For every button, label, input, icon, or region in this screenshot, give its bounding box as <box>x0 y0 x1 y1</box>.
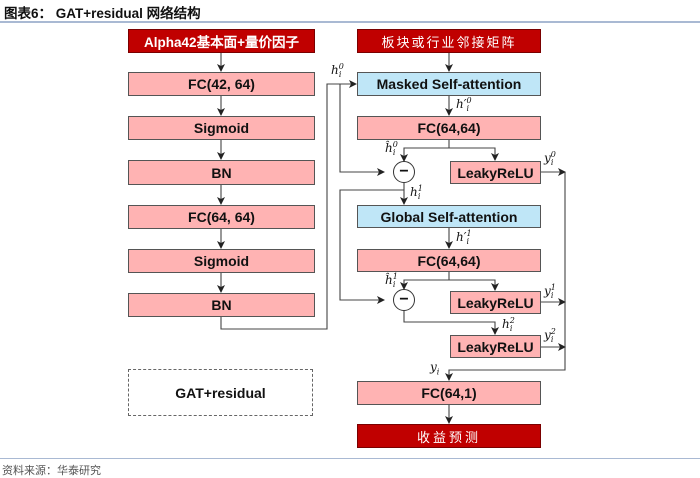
label-base: h′ <box>456 97 467 111</box>
label-h0: h0i <box>331 62 344 80</box>
label-sub: i <box>466 104 470 114</box>
label-sub: i <box>550 291 554 301</box>
label-base: ĥ <box>385 141 393 155</box>
subtract-node-1: − <box>393 161 415 183</box>
label-base: h <box>502 317 510 331</box>
wire-split-2 <box>400 272 450 290</box>
label-sup: 0 <box>392 140 398 149</box>
input-factors-box: Alpha42基本面+量价因子 <box>128 29 315 53</box>
label-base: h′ <box>456 230 467 244</box>
layer-sigmoid-1: Sigmoid <box>128 116 315 140</box>
leaky-relu-box-2: LeakyReLU <box>450 291 541 314</box>
label-sub: i <box>550 335 554 345</box>
layer-bn-2: BN <box>128 293 315 317</box>
label-h1: h1i <box>410 184 423 202</box>
fc-64-1-box: FC(64,1) <box>357 381 541 405</box>
adjacency-matrix-box: 板块或行业邻接矩阵 <box>357 29 541 53</box>
label-sub: i <box>417 192 421 202</box>
masked-self-attention-box: Masked Self-attention <box>357 72 541 96</box>
label-sub: i <box>392 148 396 158</box>
figure-title: 图表6： GAT+residual 网络结构 <box>4 6 201 21</box>
label-base: y <box>544 328 551 342</box>
wire-residual-1 <box>339 189 404 304</box>
label-sup: 2 <box>550 327 556 336</box>
label-sup: 1 <box>466 229 472 238</box>
wire-to-attention <box>220 80 357 330</box>
global-self-attention-box: Global Self-attention <box>357 205 541 228</box>
label-sub: i <box>509 324 513 334</box>
label-y2: y2i <box>544 327 556 345</box>
label-base: ĥ <box>385 273 393 287</box>
wire-split-2b <box>449 279 499 291</box>
label-base: y <box>544 284 551 298</box>
label-sup: 0 <box>550 150 556 159</box>
source-note: 资料来源：华泰研究 <box>2 464 101 477</box>
label-y: yi <box>430 360 439 376</box>
label-sub: i <box>436 367 440 377</box>
leaky-relu-box-1: LeakyReLU <box>450 161 541 184</box>
legend-gat-residual: GAT+residual <box>128 369 313 416</box>
layer-bn-1: BN <box>128 160 315 185</box>
title-divider <box>0 21 700 23</box>
layer-sigmoid-2: Sigmoid <box>128 249 315 273</box>
label-sub: i <box>338 70 342 80</box>
wire-output-bus <box>445 172 566 381</box>
layer-fc-42-64: FC(42, 64) <box>128 72 315 96</box>
label-base: y <box>430 360 437 374</box>
label-h-hat-1: ĥ1i <box>385 272 398 290</box>
label-h2: h2i <box>502 316 515 334</box>
label-sup: 0 <box>338 62 344 71</box>
subtract-node-2: − <box>393 289 415 311</box>
label-y1: y1i <box>544 283 556 301</box>
label-h-prime-1: h′1i <box>456 229 472 247</box>
fc-64-64-box-1: FC(64,64) <box>357 116 541 140</box>
label-h-hat-0: ĥ0i <box>385 140 398 158</box>
label-sup: 2 <box>509 316 515 325</box>
label-y0: y0i <box>544 150 556 168</box>
label-sup: 1 <box>392 272 398 281</box>
fc-64-64-box-2: FC(64,64) <box>357 249 541 272</box>
wire-split-1 <box>400 140 450 162</box>
wire-residual-0 <box>339 84 385 176</box>
label-base: h <box>410 185 418 199</box>
label-sub: i <box>392 280 396 290</box>
leaky-relu-box-3: LeakyReLU <box>450 335 541 358</box>
wire-split-1b <box>449 147 499 161</box>
label-sup: 1 <box>550 283 556 292</box>
label-h-prime-0: h′0i <box>456 96 472 114</box>
label-sup: 1 <box>417 184 423 193</box>
wire-to-leaky3 <box>403 311 499 335</box>
label-sup: 0 <box>466 96 472 105</box>
label-sub: i <box>466 237 470 247</box>
label-base: h <box>331 63 339 77</box>
footer-divider <box>0 458 700 459</box>
return-prediction-box: 收益预测 <box>357 424 541 448</box>
layer-fc-64-64: FC(64, 64) <box>128 205 315 229</box>
label-sub: i <box>550 158 554 168</box>
label-base: y <box>544 151 551 165</box>
